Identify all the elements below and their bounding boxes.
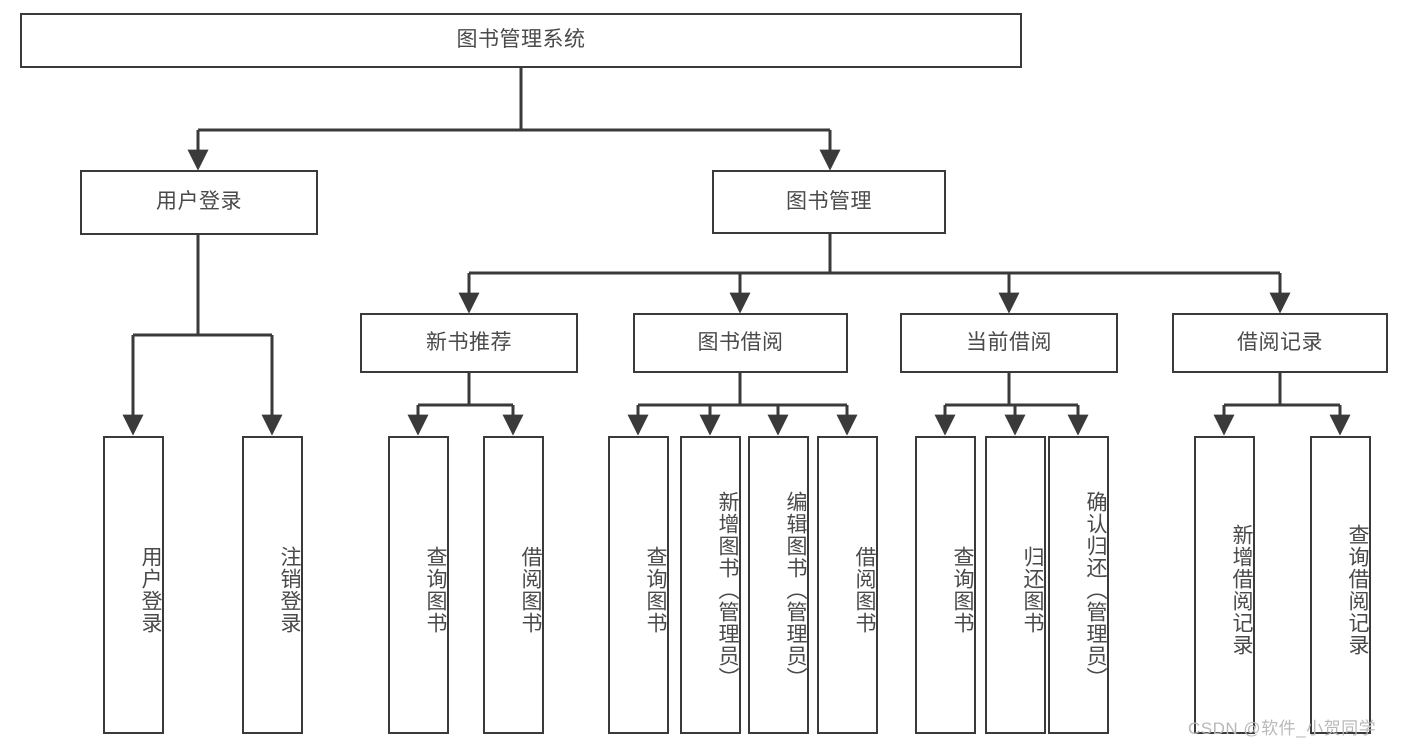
node-leaf-borrow-book-2-label: 借阅图书 bbox=[853, 546, 876, 634]
node-leaf-confirm-return-label: 确认归还（管理员） bbox=[1084, 491, 1107, 689]
node-leaf-return-book-label: 归还图书 bbox=[1021, 546, 1044, 634]
node-user-login-label: 用户登录 bbox=[156, 190, 242, 214]
node-leaf-edit-book[interactable]: 编辑图书（管理员） bbox=[748, 436, 809, 734]
node-leaf-query-book-3[interactable]: 查询图书 bbox=[915, 436, 976, 734]
node-leaf-query-book-2[interactable]: 查询图书 bbox=[608, 436, 669, 734]
node-borrow-record-label: 借阅记录 bbox=[1237, 330, 1323, 354]
node-current-borrow[interactable]: 当前借阅 bbox=[900, 313, 1118, 373]
node-book-management-label: 图书管理 bbox=[786, 189, 872, 213]
node-book-management[interactable]: 图书管理 bbox=[712, 170, 946, 234]
node-borrow-record[interactable]: 借阅记录 bbox=[1172, 313, 1388, 373]
node-leaf-add-record[interactable]: 新增借阅记录 bbox=[1194, 436, 1255, 734]
node-leaf-logout-login[interactable]: 注销登录 bbox=[242, 436, 303, 734]
node-leaf-borrow-book-2[interactable]: 借阅图书 bbox=[817, 436, 878, 734]
node-leaf-confirm-return[interactable]: 确认归还（管理员） bbox=[1048, 436, 1109, 734]
node-new-book-recommend[interactable]: 新书推荐 bbox=[360, 313, 578, 373]
node-leaf-query-book-1-label: 查询图书 bbox=[424, 546, 447, 634]
node-book-borrow[interactable]: 图书借阅 bbox=[633, 313, 848, 373]
node-leaf-query-book-1[interactable]: 查询图书 bbox=[388, 436, 449, 734]
node-leaf-user-login[interactable]: 用户登录 bbox=[103, 436, 164, 734]
node-leaf-return-book[interactable]: 归还图书 bbox=[985, 436, 1046, 734]
node-leaf-add-book[interactable]: 新增图书（管理员） bbox=[680, 436, 741, 734]
node-book-borrow-label: 图书借阅 bbox=[697, 330, 784, 354]
node-current-borrow-label: 当前借阅 bbox=[966, 330, 1052, 354]
node-leaf-borrow-book-1[interactable]: 借阅图书 bbox=[483, 436, 544, 734]
node-leaf-query-book-3-label: 查询图书 bbox=[951, 546, 974, 634]
node-leaf-edit-book-label: 编辑图书（管理员） bbox=[784, 491, 807, 689]
node-new-book-recommend-label: 新书推荐 bbox=[426, 330, 512, 354]
node-leaf-add-book-label: 新增图书（管理员） bbox=[716, 491, 739, 689]
node-leaf-borrow-book-1-label: 借阅图书 bbox=[519, 546, 542, 634]
node-leaf-query-record[interactable]: 查询借阅记录 bbox=[1310, 436, 1371, 734]
node-leaf-logout-login-label: 注销登录 bbox=[278, 546, 301, 634]
node-leaf-query-record-label: 查询借阅记录 bbox=[1346, 524, 1369, 656]
node-user-login[interactable]: 用户登录 bbox=[80, 170, 318, 235]
node-leaf-add-record-label: 新增借阅记录 bbox=[1230, 524, 1253, 656]
csdn-watermark: CSDN @软件_小贺同学 bbox=[1188, 719, 1377, 738]
node-root[interactable]: 图书管理系统 bbox=[20, 13, 1022, 68]
node-root-label: 图书管理系统 bbox=[456, 28, 586, 52]
node-leaf-user-login-label: 用户登录 bbox=[139, 546, 162, 634]
node-leaf-query-book-2-label: 查询图书 bbox=[644, 546, 667, 634]
